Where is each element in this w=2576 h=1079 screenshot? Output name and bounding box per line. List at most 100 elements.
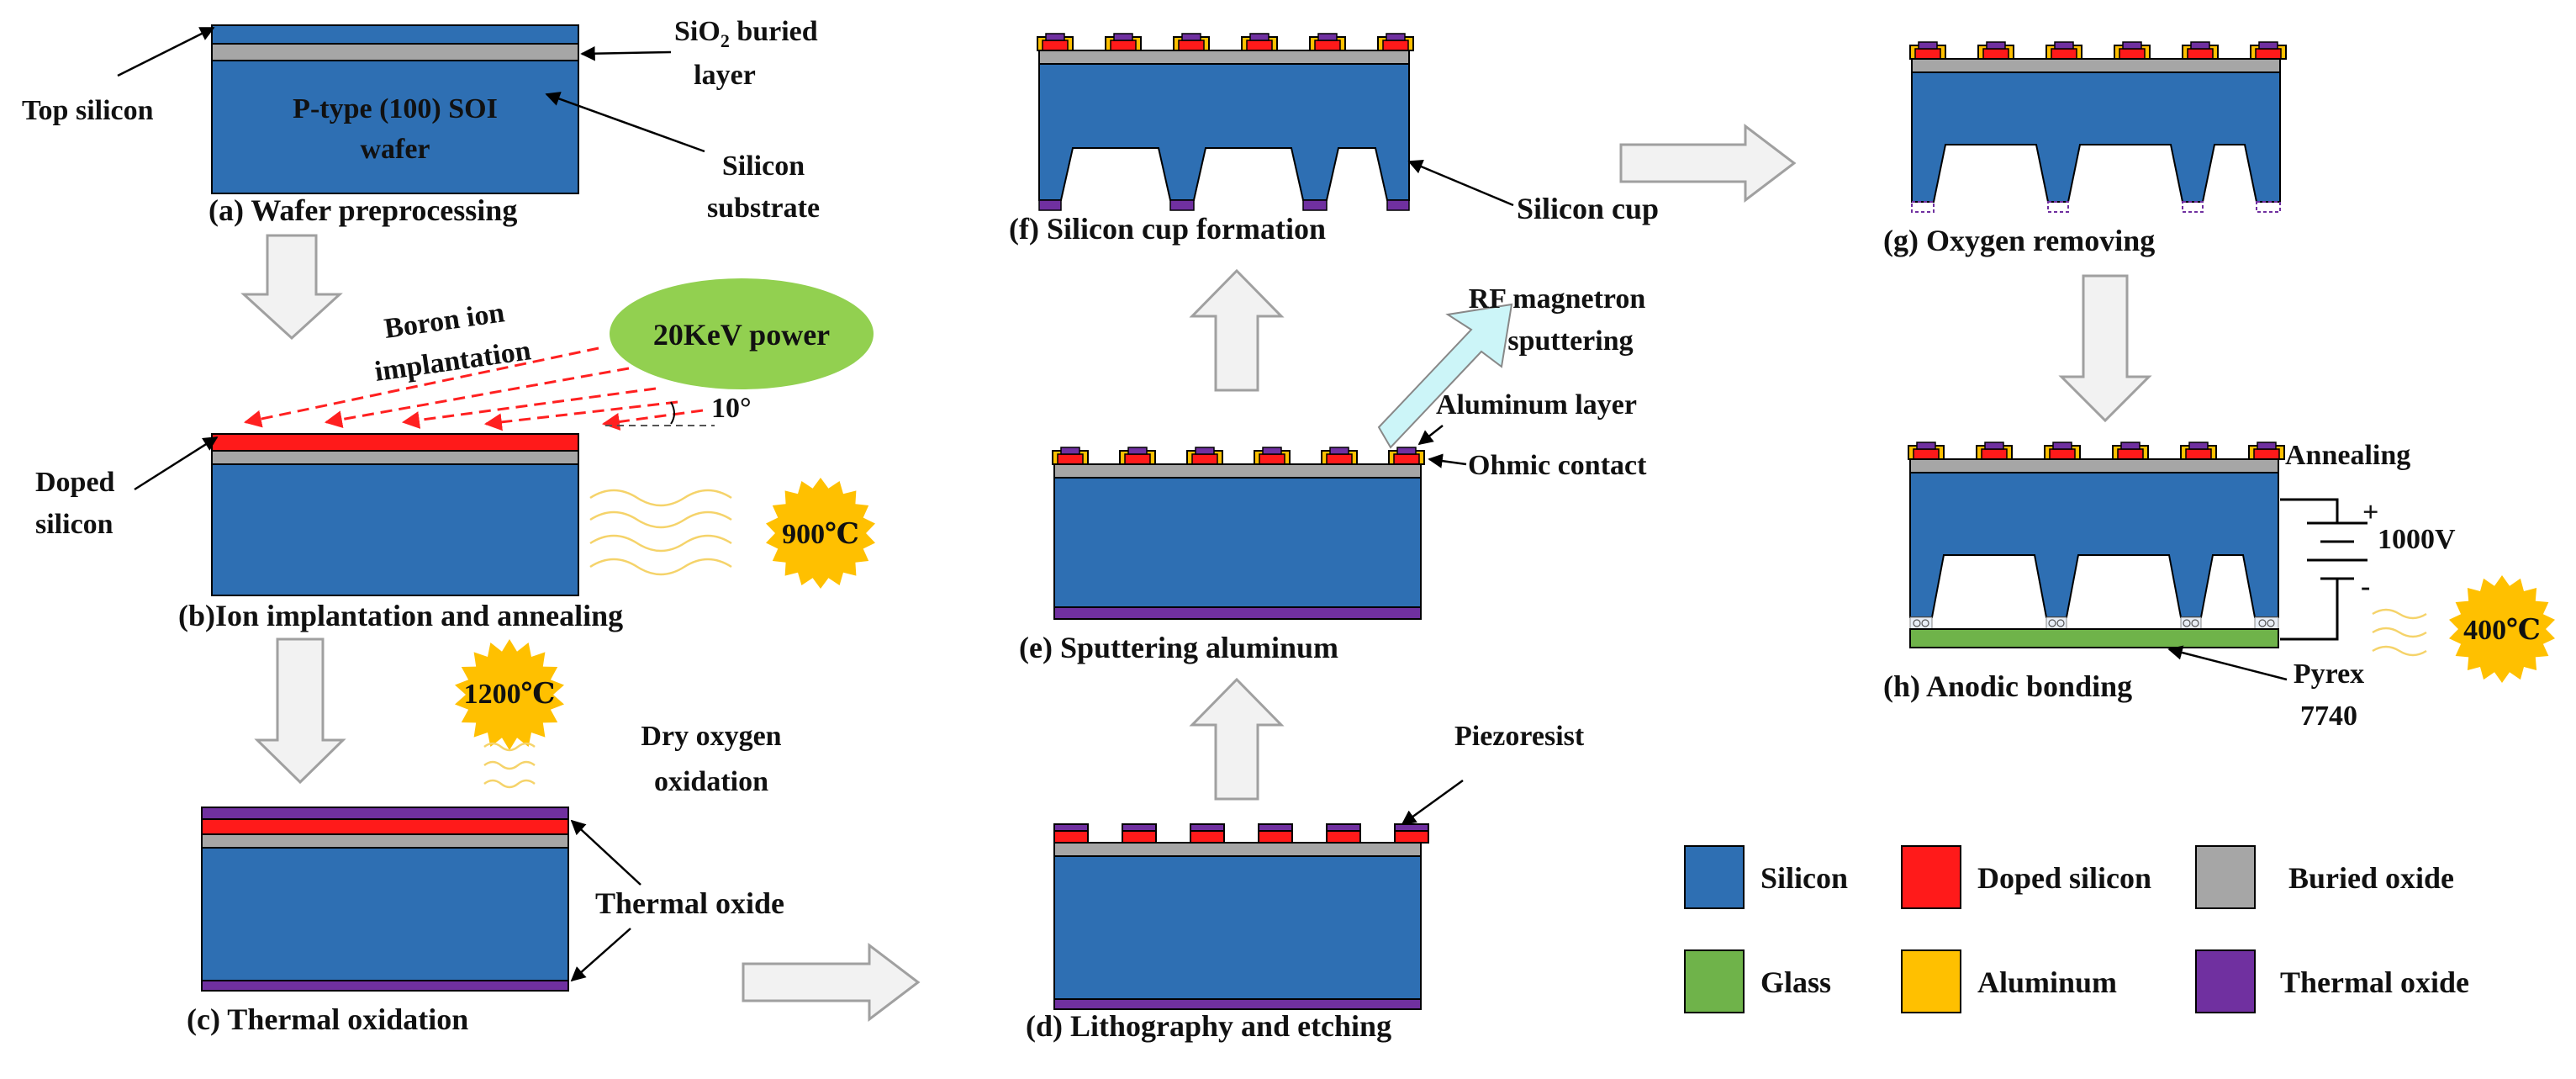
legend-label-doped-silicon: Doped silicon — [1977, 861, 2151, 895]
aluminum-contact — [1119, 447, 1156, 465]
legend-swatch-thermal-oxide — [2195, 949, 2256, 1013]
thermal-oxide-feet — [1038, 199, 1410, 211]
rf-sputter-arrow — [1377, 303, 1513, 449]
step-e-sputtering: (e) Sputtering aluminum — [1019, 447, 1425, 664]
step-c-caption: (c) Thermal oxidation — [187, 1002, 468, 1036]
sio2-label: SiO2 buried — [674, 16, 818, 51]
heat-waves-1200 — [483, 742, 536, 789]
substrate-label: substrate — [707, 193, 820, 224]
legend-swatch-glass — [1684, 949, 1745, 1013]
legend-label-silicon: Silicon — [1760, 861, 1848, 895]
aluminum-contact — [1977, 41, 2014, 60]
sun-900-badge — [766, 478, 875, 589]
silicon-cup-body — [1909, 472, 2279, 618]
ohmic-contact-pointer — [1428, 453, 1467, 468]
piezoresist-pointer — [1401, 779, 1464, 826]
doped-silicon-layer — [201, 818, 569, 835]
buried-oxide-layer — [211, 450, 579, 465]
aluminum-contact — [1037, 33, 1074, 51]
aluminum-layer-label: Aluminum layer — [1436, 389, 1637, 420]
aluminum-contact — [1241, 33, 1278, 51]
ohmic-contact-label: Ohmic contact — [1468, 450, 1647, 481]
step-a-caption: (a) Wafer preprocessing — [209, 193, 517, 227]
aluminum-contact-array — [1909, 41, 2287, 60]
piezoresistor — [1258, 823, 1293, 844]
step-h-anodic-bonding: (h) Anodic bonding — [1883, 442, 2285, 703]
step-e-caption: (e) Sputtering aluminum — [1019, 631, 1338, 664]
pyrex-pointer — [2167, 645, 2288, 681]
aluminum-contact — [1377, 33, 1414, 51]
annealing-label: Annealing — [2285, 440, 2410, 471]
bonding-interface-marks — [1909, 616, 2279, 630]
step-g-caption: (g) Oxygen removing — [1883, 224, 2155, 257]
silicon-cup-body — [1911, 71, 2281, 203]
up-arrow-e-f — [1189, 268, 1285, 392]
legend-swatch-doped-silicon — [1901, 845, 1961, 909]
wafer-label-line2: wafer — [360, 134, 430, 165]
pyrex-label-line2: 7740 — [2300, 701, 2357, 732]
silicon-substrate — [211, 463, 579, 596]
dry-oxygen-line2: oxidation — [654, 766, 768, 797]
angle-label: 10° — [711, 393, 752, 424]
bonding-mark — [2180, 616, 2202, 630]
aluminum-contact — [2114, 41, 2151, 60]
material-legend: Silicon Doped silicon Buried oxide Glass… — [1684, 845, 2469, 1013]
step-f-caption: (f) Silicon cup formation — [1009, 212, 1326, 246]
temp-400-label: 400℃ — [2463, 615, 2541, 646]
silicon-cup-pointer — [1407, 160, 1514, 207]
aluminum-contact-array — [1908, 442, 2285, 460]
legend-label-thermal-oxide: Thermal oxide — [2280, 965, 2469, 999]
plus-sign: + — [2362, 497, 2378, 528]
thermal-oxide-bottom — [1053, 998, 1422, 1010]
piezoresistor — [1190, 823, 1225, 844]
piezoresistor — [1326, 823, 1361, 844]
sun-1200-badge — [455, 639, 564, 750]
aluminum-contact — [2248, 442, 2285, 460]
substrate-pointer — [545, 92, 705, 153]
bonding-mark — [1909, 616, 1933, 630]
thermal-oxide-foot — [1169, 199, 1195, 211]
heat-waves-400 — [2372, 608, 2427, 657]
aluminum-contact — [1052, 447, 1089, 465]
angle-arc — [670, 401, 675, 425]
legend-swatch-buried-oxide — [2195, 845, 2256, 909]
wafer-label-line1: P-type (100) SOI — [293, 93, 498, 124]
buried-oxide-layer — [211, 43, 579, 61]
silicon-substrate — [1053, 855, 1422, 1000]
silicon-substrate — [201, 847, 569, 981]
aluminum-layer-pointer — [1417, 425, 1444, 446]
step-c-thermal-oxidation: (c) Thermal oxidation — [187, 807, 569, 1036]
legend-swatch-aluminum — [1901, 949, 1961, 1013]
aluminum-contact — [2180, 442, 2217, 460]
temp-1200-label: 1200℃ — [464, 679, 556, 710]
removed-oxide-outline — [1911, 201, 1935, 213]
step-a-wafer: P-type (100) SOI wafer (a) Wafer preproc… — [209, 24, 579, 227]
aluminum-contact — [1186, 447, 1223, 465]
aluminum-contact — [2044, 442, 2081, 460]
sun-400-badge — [2449, 575, 2555, 683]
top-silicon-label: Top silicon — [22, 95, 154, 126]
temp-900-label: 900℃ — [782, 519, 859, 550]
aluminum-contact — [1254, 447, 1291, 465]
silicon-cup-body — [1038, 63, 1410, 201]
aluminum-contact — [2250, 41, 2287, 60]
rf-label-line1: RF magnetron — [1469, 283, 1646, 315]
thermal-oxide-pointer-bottom — [570, 928, 631, 982]
dry-oxygen-line1: Dry oxygen — [641, 721, 781, 752]
aluminum-contact — [2045, 41, 2082, 60]
heat-waves-900 — [589, 489, 732, 576]
up-arrow-d-e — [1189, 677, 1285, 801]
buried-oxide-layer — [1053, 842, 1422, 857]
piezoresistor — [1053, 823, 1089, 844]
minus-sign: - — [2361, 571, 2370, 602]
silicon-label: Silicon — [722, 151, 805, 182]
doped-label: Doped — [35, 467, 115, 498]
down-arrow-a-b — [240, 234, 343, 341]
layer-label: layer — [694, 60, 756, 91]
legend-label-glass: Glass — [1760, 965, 1831, 999]
aluminum-contact — [1976, 442, 2013, 460]
doped-silicon-layer — [211, 433, 579, 452]
aluminum-contact — [1105, 33, 1142, 51]
removed-oxide-outlines — [1911, 201, 2281, 213]
pyrex-glass — [1909, 628, 2279, 648]
